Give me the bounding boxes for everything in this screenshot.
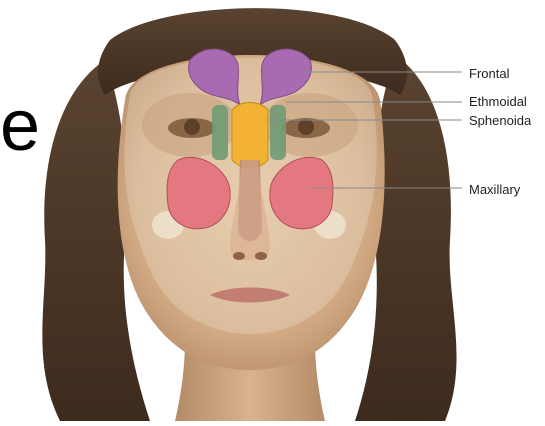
ethmoidal-right (270, 105, 286, 160)
ethmoidal-label: Ethmoidal (469, 95, 527, 108)
ethmoidal-left (212, 105, 228, 160)
sphenoidal-sinus (232, 103, 268, 168)
maxillary-label: Maxillary (469, 183, 520, 196)
right-nostril (255, 252, 267, 260)
frontal-label: Frontal (469, 67, 509, 80)
sphenoidal-label: Sphenoida (469, 114, 531, 127)
left-iris (184, 119, 200, 135)
slide-text-fragment: e (0, 90, 40, 162)
left-nostril (233, 252, 245, 260)
right-iris (298, 119, 314, 135)
